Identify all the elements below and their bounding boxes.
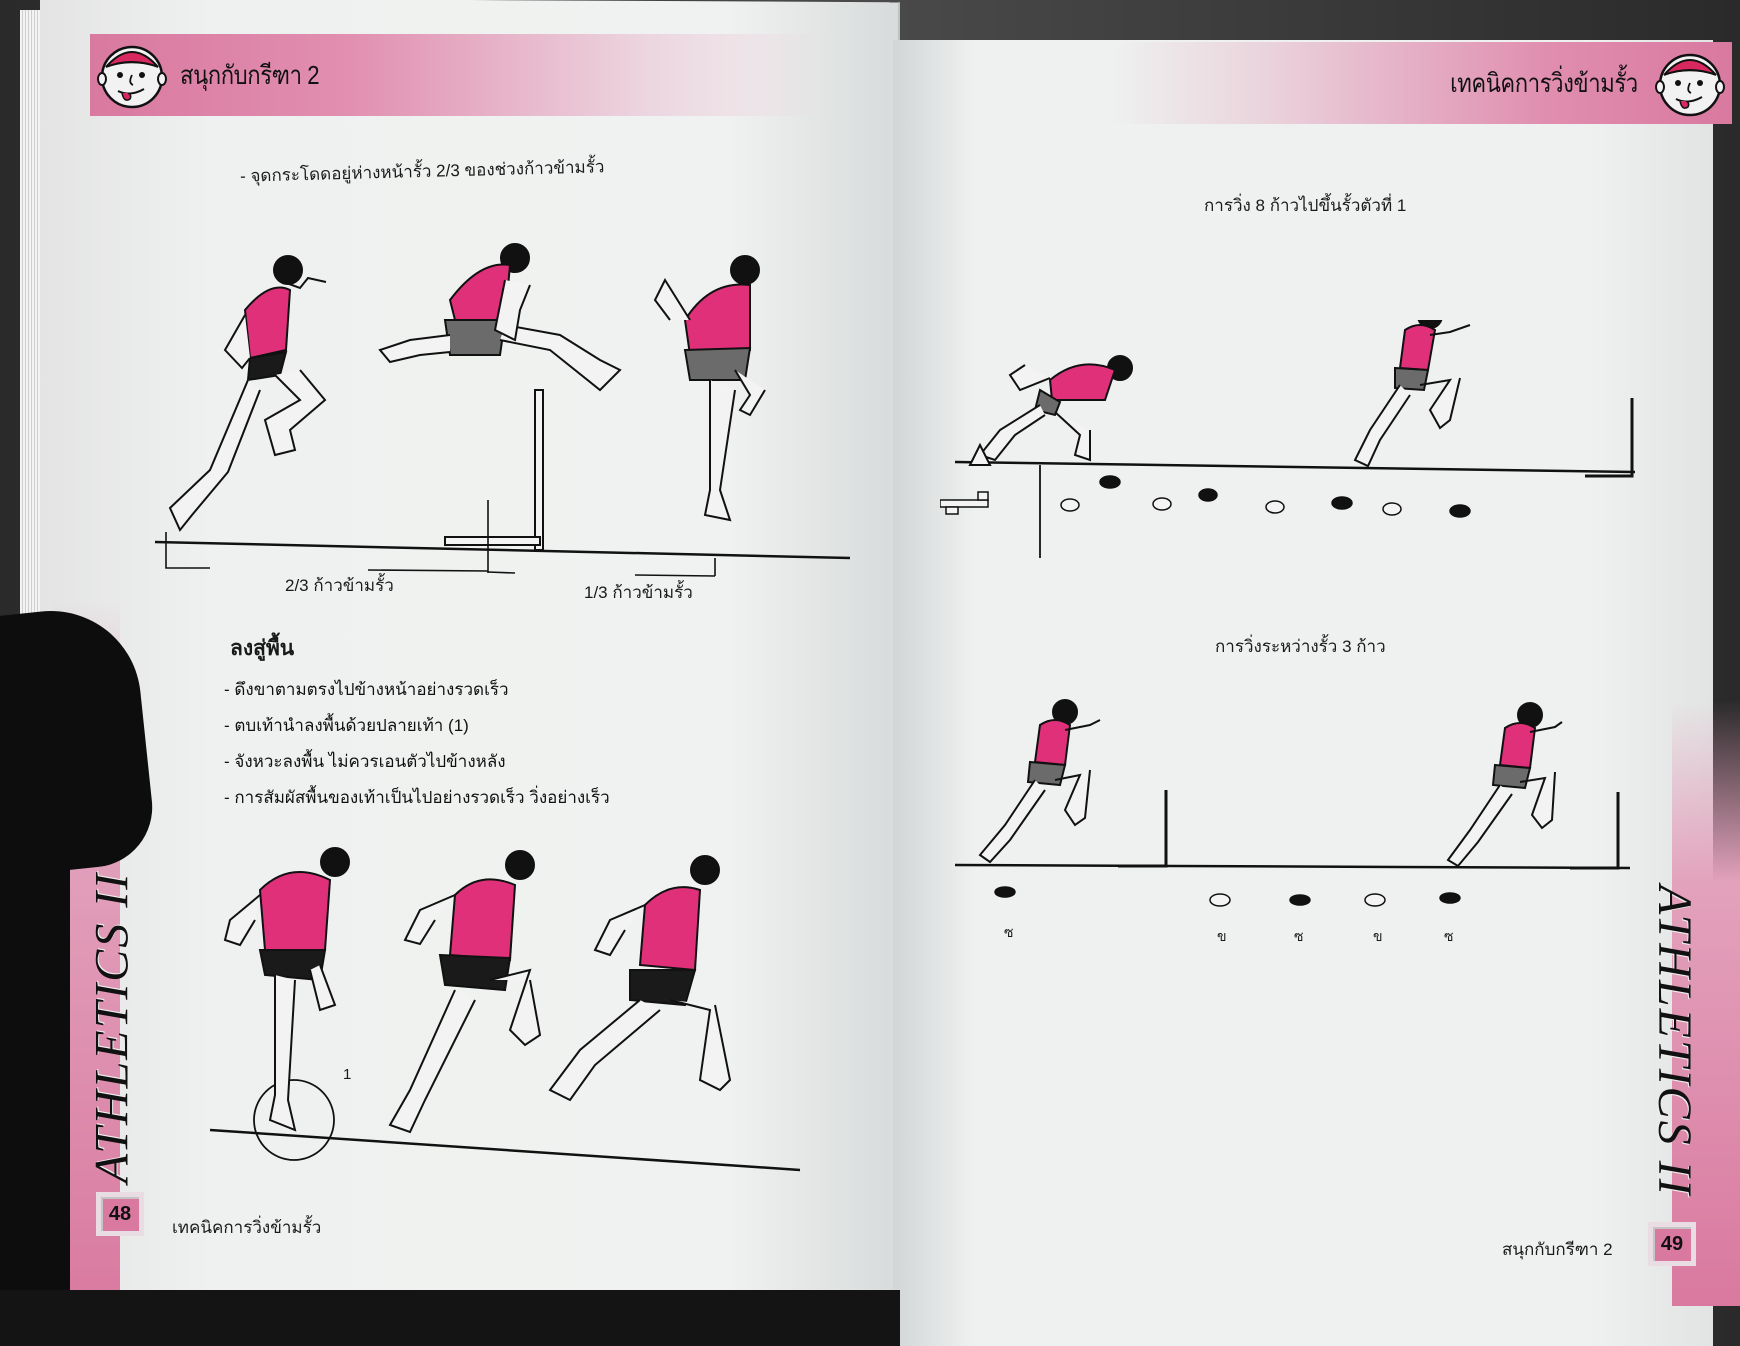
bullet-item: - ตบเท้านำลงพื้นด้วยปลายเท้า (1) [224,716,469,735]
right-side-band [1672,700,1740,1306]
three-step-rhythm-illustration [954,699,1631,907]
spine-label-right: ATHLETICS II [1648,885,1701,1197]
foot-label: ข [1217,928,1227,944]
measure-two-thirds-label: 2/3 ก้าวข้ามรั้ว [285,576,394,595]
foot-label: ซ [1294,928,1304,944]
header-series-title: สนุกกับกรีฑา 2 [180,59,320,90]
foot-label: ซ [1444,928,1454,944]
hurdle-clearance-illustration [154,243,851,577]
foot-label: ซ [1004,924,1014,940]
caption-three-step-between-hurdles: การวิ่งระหว่างรั้ว 3 ก้าว [1215,637,1386,656]
cartoon-face-icon [1655,53,1725,117]
measure-one-third-label: 1/3 ก้าวข้ามรั้ว [584,583,693,602]
section-heading-landing: ลงสู่พื้น [230,637,295,660]
spine-label-left: ATHLETICS II [85,871,139,1184]
bullet-item: - ดึงขาตามตรงไปข้างหน้าอย่างรวดเร็ว [224,680,509,699]
cartoon-face-icon [97,45,167,109]
bullet-item: - จังหวะลงพื้น ไม่ควรเอนตัวไปข้างหลัง [224,752,506,771]
caption-eight-step-approach: การวิ่ง 8 ก้าวไปขึ้นรั้วตัวที่ 1 [1204,196,1407,215]
right-page-header: เทคนิคการวิ่งข้ามรั้ว [1112,42,1732,124]
header-chapter-title: เทคนิคการวิ่งข้ามรั้ว [1450,67,1638,98]
foot-label: ข [1373,928,1383,944]
foot-marker-label: 1 [343,1066,352,1083]
bullet-item: - การสัมผัสพื้นของเท้าเป็นไปอย่างรวดเร็ว… [224,788,610,807]
right-page [893,40,1713,1346]
landing-bullet-list: - ดึงขาตามตรงไปข้างหน้าอย่างรวดเร็ว - ตบ… [224,672,610,816]
page-number-right: 49 [1648,1222,1696,1266]
running-title-right: สนุกกับกรีฑา 2 [1502,1240,1613,1259]
eight-step-approach-illustration [940,320,1636,558]
running-title-left: เทคนิคการวิ่งข้ามรั้ว [172,1218,322,1237]
background-bottom [0,1290,900,1346]
left-page-header: สนุกกับกรีฑา 2 [90,34,830,116]
landing-sequence-illustration [209,847,801,1172]
page-number-left: 48 [96,1192,144,1236]
